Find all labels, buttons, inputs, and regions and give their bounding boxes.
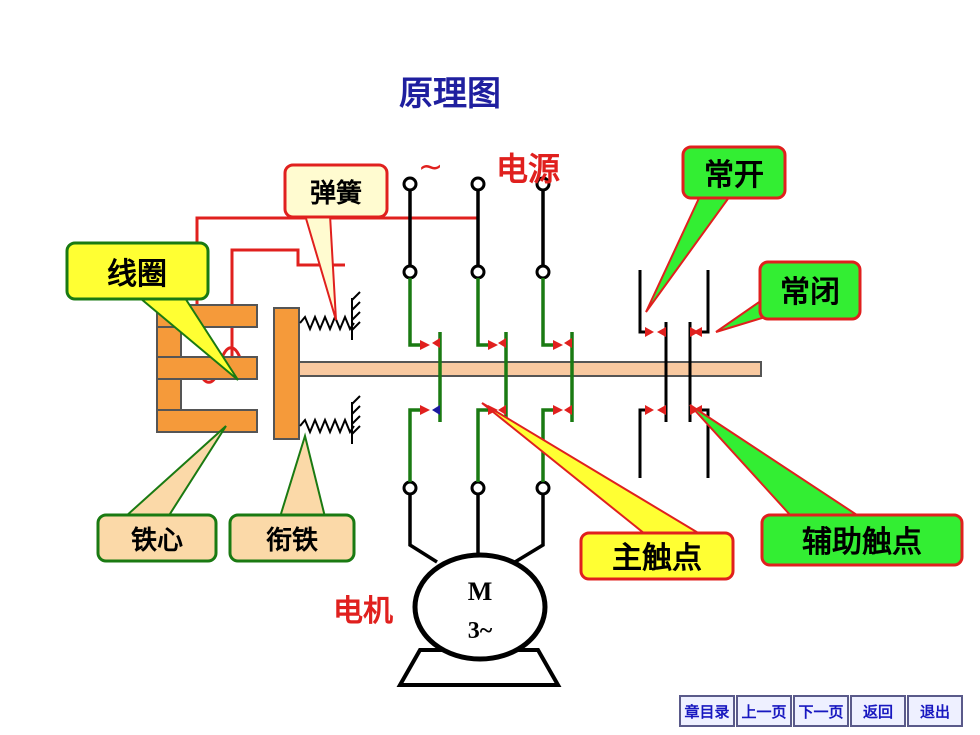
motor-m: M <box>468 577 493 606</box>
callout-core-text: 铁心 <box>131 525 183 556</box>
callout-nc-text: 常闭 <box>780 275 840 310</box>
callout-nc: 常闭 <box>715 260 862 333</box>
callout-armature: 衔铁 <box>228 432 356 563</box>
springs <box>299 291 361 444</box>
callout-armature-text: 衔铁 <box>266 525 318 556</box>
callout-spring-text: 弹簧 <box>310 178 362 209</box>
callout-coil: 线圈 <box>65 241 239 381</box>
power-terminals <box>402 176 551 496</box>
motor-phase: 3~ <box>468 618 493 644</box>
power-lines <box>408 190 545 564</box>
moving-rod <box>298 361 762 377</box>
callout-main-contact-text: 主触点 <box>612 541 702 576</box>
chapter-toc-button[interactable]: 章目录 <box>679 695 735 727</box>
power-tilde: ~ <box>418 150 443 185</box>
next-page-button[interactable]: 下一页 <box>793 695 849 727</box>
main-contact-tips <box>420 338 572 415</box>
callout-no: 常开 <box>645 145 787 313</box>
callout-aux-contact: 辅助触点 <box>689 404 964 567</box>
armature <box>273 307 300 440</box>
exit-button[interactable]: 退出 <box>907 695 963 727</box>
motor <box>396 552 562 687</box>
motor-label: 电机 <box>333 594 393 629</box>
callout-coil-text: 线圈 <box>107 257 167 292</box>
callout-spring: 弹簧 <box>283 163 389 321</box>
callout-main-contact: 主触点 <box>481 402 735 581</box>
callout-no-text: 常开 <box>704 158 764 193</box>
back-button[interactable]: 返回 <box>850 695 906 727</box>
page-title: 原理图 <box>399 74 501 114</box>
callout-core: 铁心 <box>96 425 227 563</box>
power-label: 电源 <box>496 150 560 188</box>
prev-page-button[interactable]: 上一页 <box>736 695 792 727</box>
callout-aux-contact-text: 辅助触点 <box>802 525 922 560</box>
